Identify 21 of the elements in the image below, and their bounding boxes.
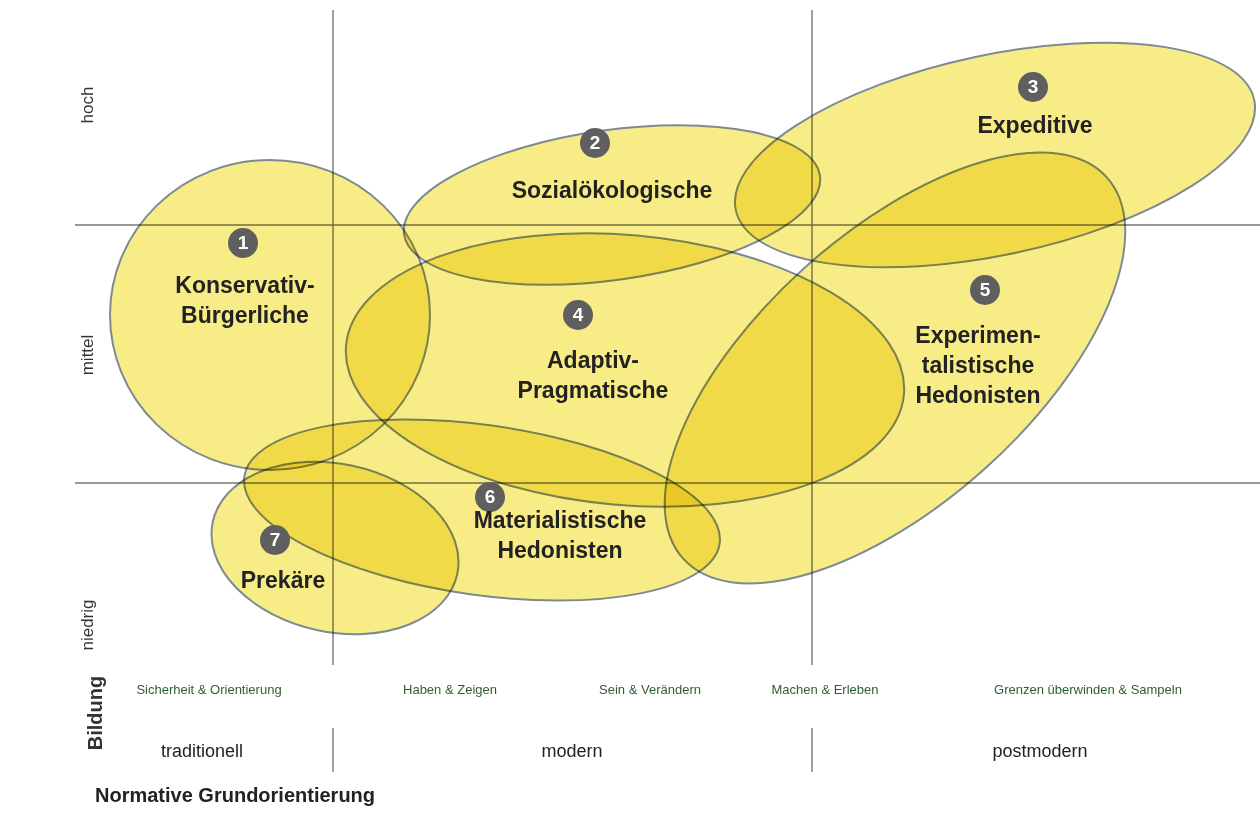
milieu-name: Sozialökologische bbox=[510, 176, 714, 205]
axis-title: Bildung bbox=[83, 675, 107, 751]
value-label: Sicherheit & Orientierung bbox=[136, 682, 282, 697]
milieu-name: Konservativ- Bürgerliche bbox=[174, 271, 316, 330]
milieu-name: Experimen- talistische Hedonisten bbox=[914, 321, 1042, 410]
axis-tick-label: niedrig bbox=[78, 599, 98, 651]
axis-tick-label: hoch bbox=[78, 86, 98, 124]
value-label: Sein & Verändern bbox=[599, 682, 701, 697]
milieu-ellipse bbox=[209, 460, 460, 636]
axis-tick-label: postmodern bbox=[992, 741, 1088, 762]
value-label: Haben & Zeigen bbox=[403, 682, 497, 697]
axis-title: Normative Grundorientierung bbox=[95, 784, 376, 807]
axis-tick-label: mittel bbox=[78, 334, 98, 376]
axis-tick-label: modern bbox=[541, 741, 603, 762]
milieu-name: Adaptiv- Pragmatische bbox=[516, 346, 670, 405]
axis-tick-label: traditionell bbox=[161, 741, 243, 762]
milieu-name: Expeditive bbox=[976, 111, 1094, 140]
value-label: Grenzen überwinden & Sampeln bbox=[994, 682, 1182, 697]
milieu-name: Prekäre bbox=[239, 566, 327, 595]
number-badge: 2 bbox=[580, 128, 610, 158]
value-label: Machen & Erleben bbox=[771, 682, 879, 697]
